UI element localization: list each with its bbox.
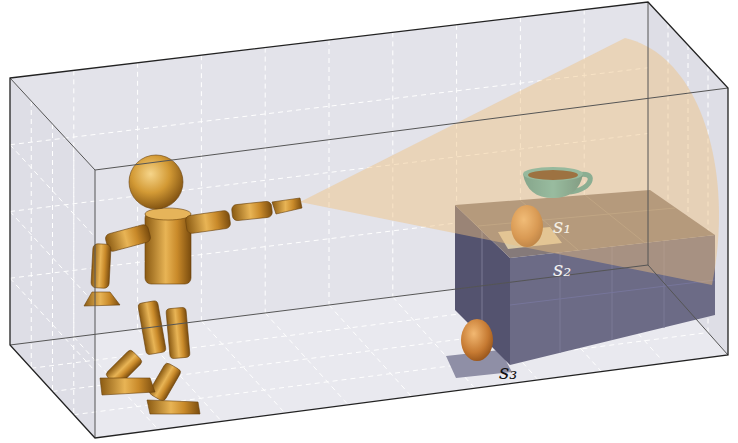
state-label: s₁ <box>553 216 571 236</box>
grid-line <box>10 278 95 371</box>
state-label: s₃ <box>499 362 517 382</box>
grid-line <box>329 305 412 397</box>
grid-line <box>10 212 95 305</box>
state-label: s₂ <box>553 259 571 279</box>
room-edges <box>10 2 728 438</box>
light-cone <box>300 38 719 285</box>
room-outline <box>10 2 728 438</box>
grid-line <box>329 40 330 305</box>
egg <box>461 319 493 361</box>
grid-line <box>265 48 266 313</box>
grid-line <box>10 145 95 237</box>
grid-line <box>201 55 202 321</box>
robot <box>84 155 302 414</box>
left-wall <box>10 78 95 438</box>
